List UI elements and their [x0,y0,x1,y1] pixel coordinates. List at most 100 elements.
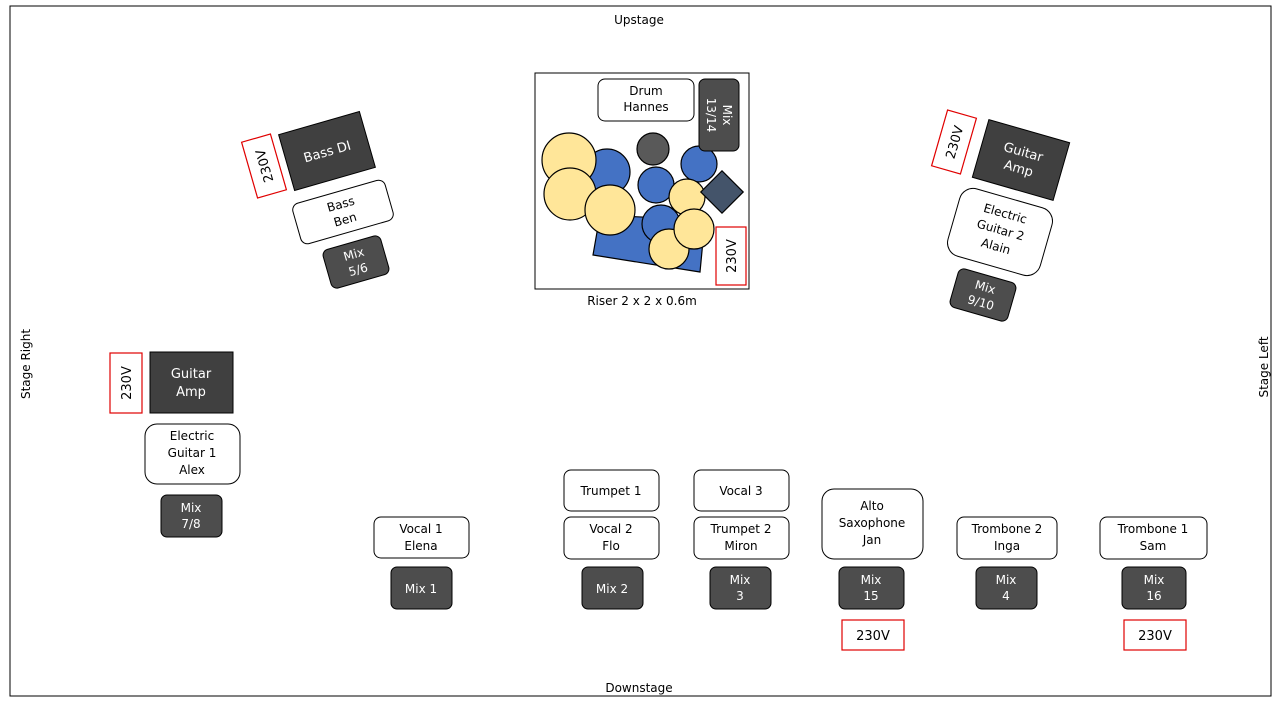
cymbal [673,208,715,250]
bass-monitor-label: Mix [342,245,366,264]
trombone1-monitor-channel: 16 [1146,589,1161,603]
guitar1-power: 230V [109,352,143,414]
drum-monitor-label: Mix [720,105,734,126]
sax-musician-box [821,488,924,560]
drum-kit [541,132,745,273]
trumpet2-musician-box [693,516,790,560]
bass-monitor-channel: 5/6 [347,260,369,279]
trombone1-monitor-label: Mix [1144,573,1165,587]
trombone1-power-label: 230V [1138,629,1172,644]
guitar1-monitor-channel: 7/8 [181,517,200,531]
bass-musician: Bass Ben [292,179,394,245]
guitar1-role: Electric [170,429,214,443]
trombone2-monitor-label: Mix [996,573,1017,587]
stage-left-label: Stage Left [1257,336,1271,397]
trumpet2-role: Trumpet 2 [710,522,772,536]
trumpet2-monitor [709,566,772,610]
sax-group: Alto Saxophone Jan Mix 15 230V [821,488,924,651]
sax-monitor-channel: 15 [863,589,878,603]
drum-power: 230V [715,226,747,286]
trombone2-name: Inga [994,539,1020,553]
trombone1-name: Sam [1140,539,1167,553]
trombone2-monitor [975,566,1038,610]
guitar2-musician: Electric Guitar 2 Alain [947,187,1053,277]
guitar1-group: Guitar Amp 230V Electric Guitar 1 Alex M… [109,351,241,538]
bass-di: Bass DI [278,110,376,192]
trumpet1-vocal2-group: Trumpet 1 Vocal 2 Flo Mix 2 [563,469,660,610]
stage-right-label: Stage Right [19,329,33,399]
trumpet1-role: Trumpet 1 [580,484,642,498]
trombone1-power-box [1123,619,1187,651]
drum-power-label: 230V [725,239,740,273]
guitar1-amp-label-2: Amp [176,385,206,400]
vocal2-monitor [581,566,644,610]
downstage-label: Downstage [605,681,672,695]
drum-power-box [715,226,747,286]
guitar1-power-box [109,352,143,414]
trumpet2-monitor-channel: 3 [736,589,744,603]
bass-power-box [240,133,288,199]
trumpet2-name: Miron [724,539,757,553]
vocal2-musician-box [563,516,660,560]
drum-monitor-box [698,78,740,152]
drum-riser: Drum Hannes Mix 13/14 230V Riser 2 x 2 x… [534,72,750,308]
vocal2-role: Vocal 2 [589,522,632,536]
guitar2-group: Guitar Amp 230V Electric Guitar 2 Alain … [930,109,1071,322]
trumpet1-musician-box [563,469,660,512]
guitar1-role-2: Guitar 1 [168,446,217,460]
cowbell [636,132,670,166]
vocal2-name: Flo [602,539,620,553]
cymbal [584,184,636,236]
sax-monitor [838,566,905,610]
vocal2-monitor-label: Mix 2 [596,582,628,596]
guitar2-monitor: Mix 9/10 [949,268,1017,322]
trombone2-role: Trombone 2 [971,522,1043,536]
bass-monitor-box [322,235,390,289]
trombone1-group: Trombone 1 Sam Mix 16 230V [1099,516,1208,651]
trombone1-monitor [1121,566,1187,610]
trombone2-group: Trombone 2 Inga Mix 4 [956,516,1058,610]
bass-power: 230V [240,133,288,199]
bass-musician-box [292,179,394,245]
bass-group: Bass DI 230V Bass Ben Mix 5/6 [240,110,394,289]
vocal1-group: Vocal 1 Elena Mix 1 [373,516,470,610]
sax-name: Jan [862,533,882,547]
bass-name: Ben [332,210,358,230]
drummer-name: Hannes [623,100,668,114]
sax-monitor-label: Mix [861,573,882,587]
guitar2-power-box [930,109,978,175]
vocal1-name: Elena [404,539,437,553]
guitar2-amp: Guitar Amp [971,118,1071,202]
guitar2-musician-box [947,187,1053,277]
bass-di-box [278,110,376,192]
guitar1-amp-label: Guitar [171,367,212,382]
sax-role-2: Saxophone [839,516,906,530]
vocal3-role: Vocal 3 [719,484,762,498]
guitar1-monitor-label: Mix [181,501,202,515]
vocal1-role: Vocal 1 [399,522,442,536]
bass-monitor: Mix 5/6 [322,235,390,289]
guitar1-monitor [160,494,223,538]
vocal3-trumpet2-group: Vocal 3 Trumpet 2 Miron Mix 3 [693,469,790,610]
trombone1-musician-box [1099,516,1208,560]
upstage-label: Upstage [614,13,664,27]
vocal1-monitor [390,566,453,610]
drummer-box [597,78,695,122]
guitar1-musician-box [144,423,241,485]
guitar2-monitor-label: Mix [973,278,997,297]
drummer-role: Drum [629,84,662,98]
drum-monitor: Mix 13/14 [698,78,740,152]
trombone2-musician-box [956,516,1058,560]
sax-role: Alto [860,499,884,513]
guitar2-amp-box [971,118,1071,202]
trombone2-monitor-channel: 4 [1002,589,1010,603]
guitar2-monitor-box [949,268,1017,322]
vocal1-monitor-label: Mix 1 [405,582,437,596]
drum-throne [699,169,745,215]
vocal1-musician-box [373,516,470,559]
sax-power-box [841,619,905,651]
guitar1-amp [149,351,234,414]
trombone1-role: Trombone 1 [1117,522,1189,536]
